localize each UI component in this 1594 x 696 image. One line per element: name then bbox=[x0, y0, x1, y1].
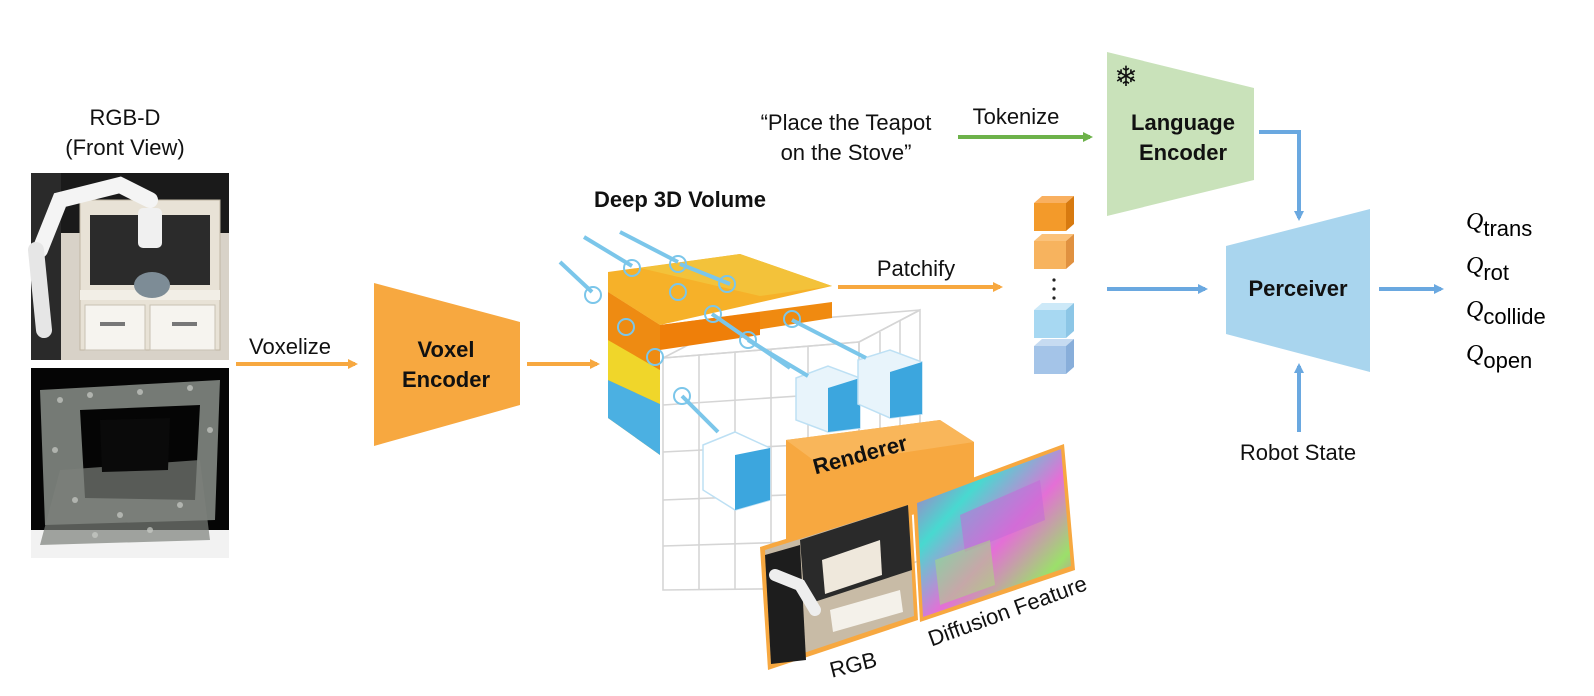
q-rot-symbol: Q bbox=[1466, 253, 1483, 279]
rendered-rgb-image bbox=[760, 500, 918, 670]
rendered-diffusion-feature-image bbox=[913, 444, 1075, 622]
output-q-collide: Qcollide bbox=[1466, 297, 1546, 329]
svg-text:Qopen: Qopen bbox=[1466, 341, 1532, 373]
q-collide-subscript: collide bbox=[1483, 304, 1545, 329]
patch-tokens bbox=[1034, 196, 1074, 374]
language-to-perceiver-arrow bbox=[1259, 130, 1304, 221]
svg-text:Qrot: Qrot bbox=[1466, 253, 1509, 285]
q-trans-symbol: Q bbox=[1466, 209, 1483, 235]
svg-text:Qcollide: Qcollide bbox=[1466, 297, 1546, 329]
q-open-symbol: Q bbox=[1466, 341, 1483, 367]
svg-text:Qtrans: Qtrans bbox=[1466, 209, 1532, 241]
volume-title: Deep 3D Volume bbox=[594, 187, 766, 212]
q-collide-symbol: Q bbox=[1466, 297, 1483, 323]
voxel-encoder-label-line2: Encoder bbox=[402, 367, 490, 392]
instruction-line2: on the Stove” bbox=[781, 140, 912, 165]
q-trans-subscript: trans bbox=[1483, 216, 1532, 241]
output-q-trans: Qtrans bbox=[1466, 209, 1532, 241]
language-encoder-label-line2: Encoder bbox=[1139, 140, 1227, 165]
perceiver-block bbox=[1226, 209, 1370, 372]
voxelize-label: Voxelize bbox=[249, 334, 331, 359]
instruction-line1: “Place the Teapot bbox=[761, 110, 932, 135]
output-q-rot: Qrot bbox=[1466, 253, 1509, 285]
voxel-encoder-label-line1: Voxel bbox=[417, 337, 474, 362]
q-rot-subscript: rot bbox=[1483, 260, 1509, 285]
language-encoder-label-line1: Language bbox=[1131, 110, 1235, 135]
deep-3d-volume bbox=[558, 230, 923, 591]
robot-state-label: Robot State bbox=[1240, 440, 1356, 465]
language-encoder-block bbox=[1107, 52, 1254, 216]
depth-point-cloud-image bbox=[31, 368, 229, 558]
patchify-label: Patchify bbox=[877, 256, 955, 281]
tokenize-label: Tokenize bbox=[973, 104, 1060, 129]
perceiver-label: Perceiver bbox=[1248, 276, 1348, 301]
q-open-subscript: open bbox=[1483, 348, 1532, 373]
rendered-rgb-label: RGB bbox=[827, 647, 879, 683]
rgb-front-view-image bbox=[28, 173, 229, 360]
input-title-line1: RGB-D bbox=[90, 105, 161, 130]
frozen-snowflake-icon: ❄ bbox=[1114, 60, 1137, 93]
output-q-open: Qopen bbox=[1466, 341, 1532, 373]
input-title-line2: (Front View) bbox=[65, 135, 184, 160]
voxel-encoder-block bbox=[374, 283, 520, 446]
